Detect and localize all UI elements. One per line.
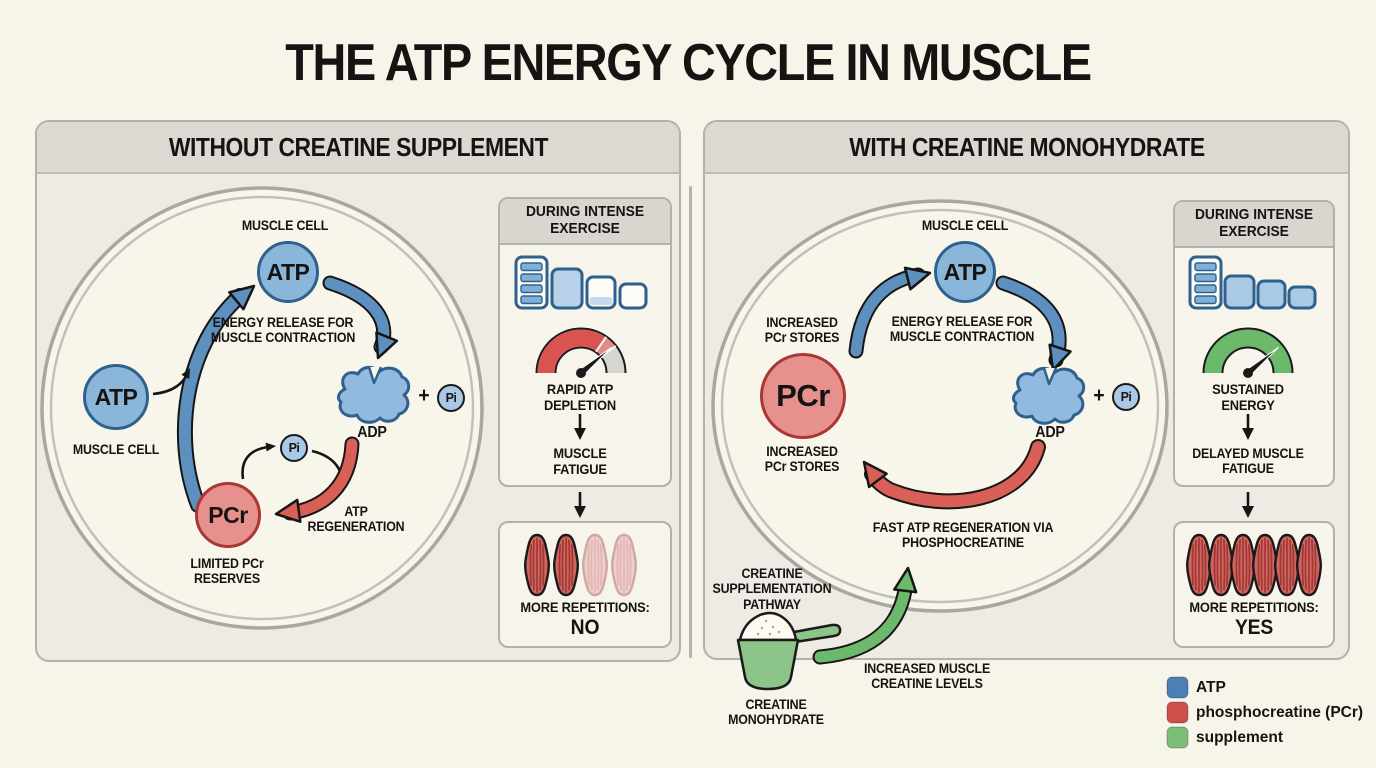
left-adp-label: ADP <box>357 424 387 441</box>
left-pcr-node: PCr <box>195 482 261 548</box>
right-reps-label: MORE REPETITIONS: <box>1189 599 1319 615</box>
right-adp-molecule-icon <box>1011 366 1086 425</box>
left-repetitions-box <box>498 521 672 648</box>
right-repetition-muscles-icon <box>1185 533 1323 597</box>
left-atp-node: ATP <box>257 241 319 303</box>
panel-divider <box>689 186 692 658</box>
right-flow-down-arrows-icon <box>1242 414 1254 518</box>
right-exercise-box: DURING INTENSE EXERCISE <box>1173 200 1335 487</box>
right-exercise-box-title: DURING INTENSE EXERCISE <box>1194 206 1314 240</box>
left-depletion-gauge-icon <box>535 327 627 378</box>
left-exercise-box-header: DURING INTENSE EXERCISE <box>500 199 670 245</box>
right-increased-pcr-label-top: INCREASED PCr STORES <box>764 315 840 346</box>
left-gauge-caption: RAPID ATP DEPLETION <box>543 381 617 413</box>
right-pi-node: Pi <box>1112 383 1140 411</box>
right-exercise-box-header: DURING INTENSE EXERCISE <box>1175 202 1333 248</box>
legend-supplement-label: supplement <box>1196 729 1283 746</box>
left-pcr-caption: LIMITED PCr RESERVES <box>190 556 264 587</box>
right-plus-sign: + <box>1093 384 1105 407</box>
panel-without-creatine-title: WITHOUT CREATINE SUPPLEMENT <box>168 131 548 162</box>
legend-pcr-swatch-icon <box>1166 701 1189 724</box>
left-reps-label: MORE REPETITIONS: <box>520 599 650 615</box>
right-exercise-result: DELAYED MUSCLE FATIGUE <box>1192 446 1304 477</box>
legend-atp-label: ATP <box>1196 679 1226 696</box>
left-repetition-muscles-icon <box>524 533 637 597</box>
creatine-supplement-arrow-icon <box>812 565 921 665</box>
right-increased-pcr-label-bottom: INCREASED PCr STORES <box>764 444 840 475</box>
right-reps-value: YES <box>1234 616 1274 639</box>
left-exercise-result: MUSCLE FATIGUE <box>553 445 607 477</box>
right-pcr-node: PCr <box>760 353 846 439</box>
panel-without-creatine-header: WITHOUT CREATINE SUPPLEMENT <box>37 122 679 174</box>
left-regeneration-label: ATP REGENERATION <box>307 504 405 535</box>
left-adp-molecule-icon <box>336 365 411 424</box>
panel-with-creatine-title: WITH CREATINE MONOHYDRATE <box>848 131 1205 162</box>
left-reps-value: NO <box>570 616 600 639</box>
left-atp-feed-arrow-icon <box>152 365 194 396</box>
panel-with-creatine-header: WITH CREATINE MONOHYDRATE <box>705 122 1348 174</box>
left-atp-small-node: ATP <box>83 364 149 430</box>
creatine-monohydrate-label: CREATINE MONOHYDRATE <box>728 697 824 728</box>
right-atp-node: ATP <box>934 241 996 303</box>
left-energy-release-arrow-icon <box>176 276 263 513</box>
left-muscle-cell-label-bottom: MUSCLE CELL <box>72 442 160 457</box>
left-muscle-cell-label-top: MUSCLE CELL <box>241 218 329 233</box>
right-fast-regen-label: FAST ATP REGENERATION VIA PHOSPHOCREATIN… <box>872 520 1054 551</box>
right-muscle-cell-membrane-icon <box>711 199 1169 613</box>
left-atp-regeneration-arrow-icon <box>273 436 360 527</box>
left-exercise-box-title: DURING INTENSE EXERCISE <box>525 203 645 237</box>
left-plus-sign: + <box>418 384 430 407</box>
legend-atp-swatch-icon <box>1166 676 1189 699</box>
left-flow-down-arrows-icon <box>574 414 586 518</box>
right-atp-to-adp-arrow-icon <box>995 275 1072 375</box>
legend-pcr-label: phosphocreatine (PCr) <box>1196 704 1364 721</box>
left-atp-to-adp-arrow-icon <box>322 275 399 364</box>
right-sustained-gauge-icon <box>1202 327 1294 378</box>
right-pcr-to-atp-arrow-icon <box>848 261 934 359</box>
left-pi-node: Pi <box>437 384 465 412</box>
increased-creatine-label: INCREASED MUSCLE CREATINE LEVELS <box>863 661 991 692</box>
left-pi-mid-node: Pi <box>280 434 308 462</box>
right-sustained-batteries-icon <box>1188 255 1317 310</box>
page-title: THE ATP ENERGY CYCLE IN MUSCLE <box>285 34 1092 92</box>
legend-supplement-swatch-icon <box>1166 726 1189 749</box>
legend-swatches <box>1166 676 1189 749</box>
creatine-pathway-label: CREATINE SUPPLEMENTATION PATHWAY <box>712 566 832 612</box>
creatine-scoop-icon <box>736 611 842 691</box>
right-gauge-caption: SUSTAINED ENERGY <box>1212 381 1284 413</box>
right-fast-regeneration-arrow-icon <box>853 439 1046 510</box>
right-adp-label: ADP <box>1035 424 1065 441</box>
left-energy-release-label: ENERGY RELEASE FOR MUSCLE CONTRACTION <box>210 315 356 346</box>
left-atp-depletion-batteries-icon <box>514 255 648 310</box>
right-muscle-cell-label: MUSCLE CELL <box>921 218 1009 233</box>
right-energy-release-label: ENERGY RELEASE FOR MUSCLE CONTRACTION <box>889 314 1035 345</box>
